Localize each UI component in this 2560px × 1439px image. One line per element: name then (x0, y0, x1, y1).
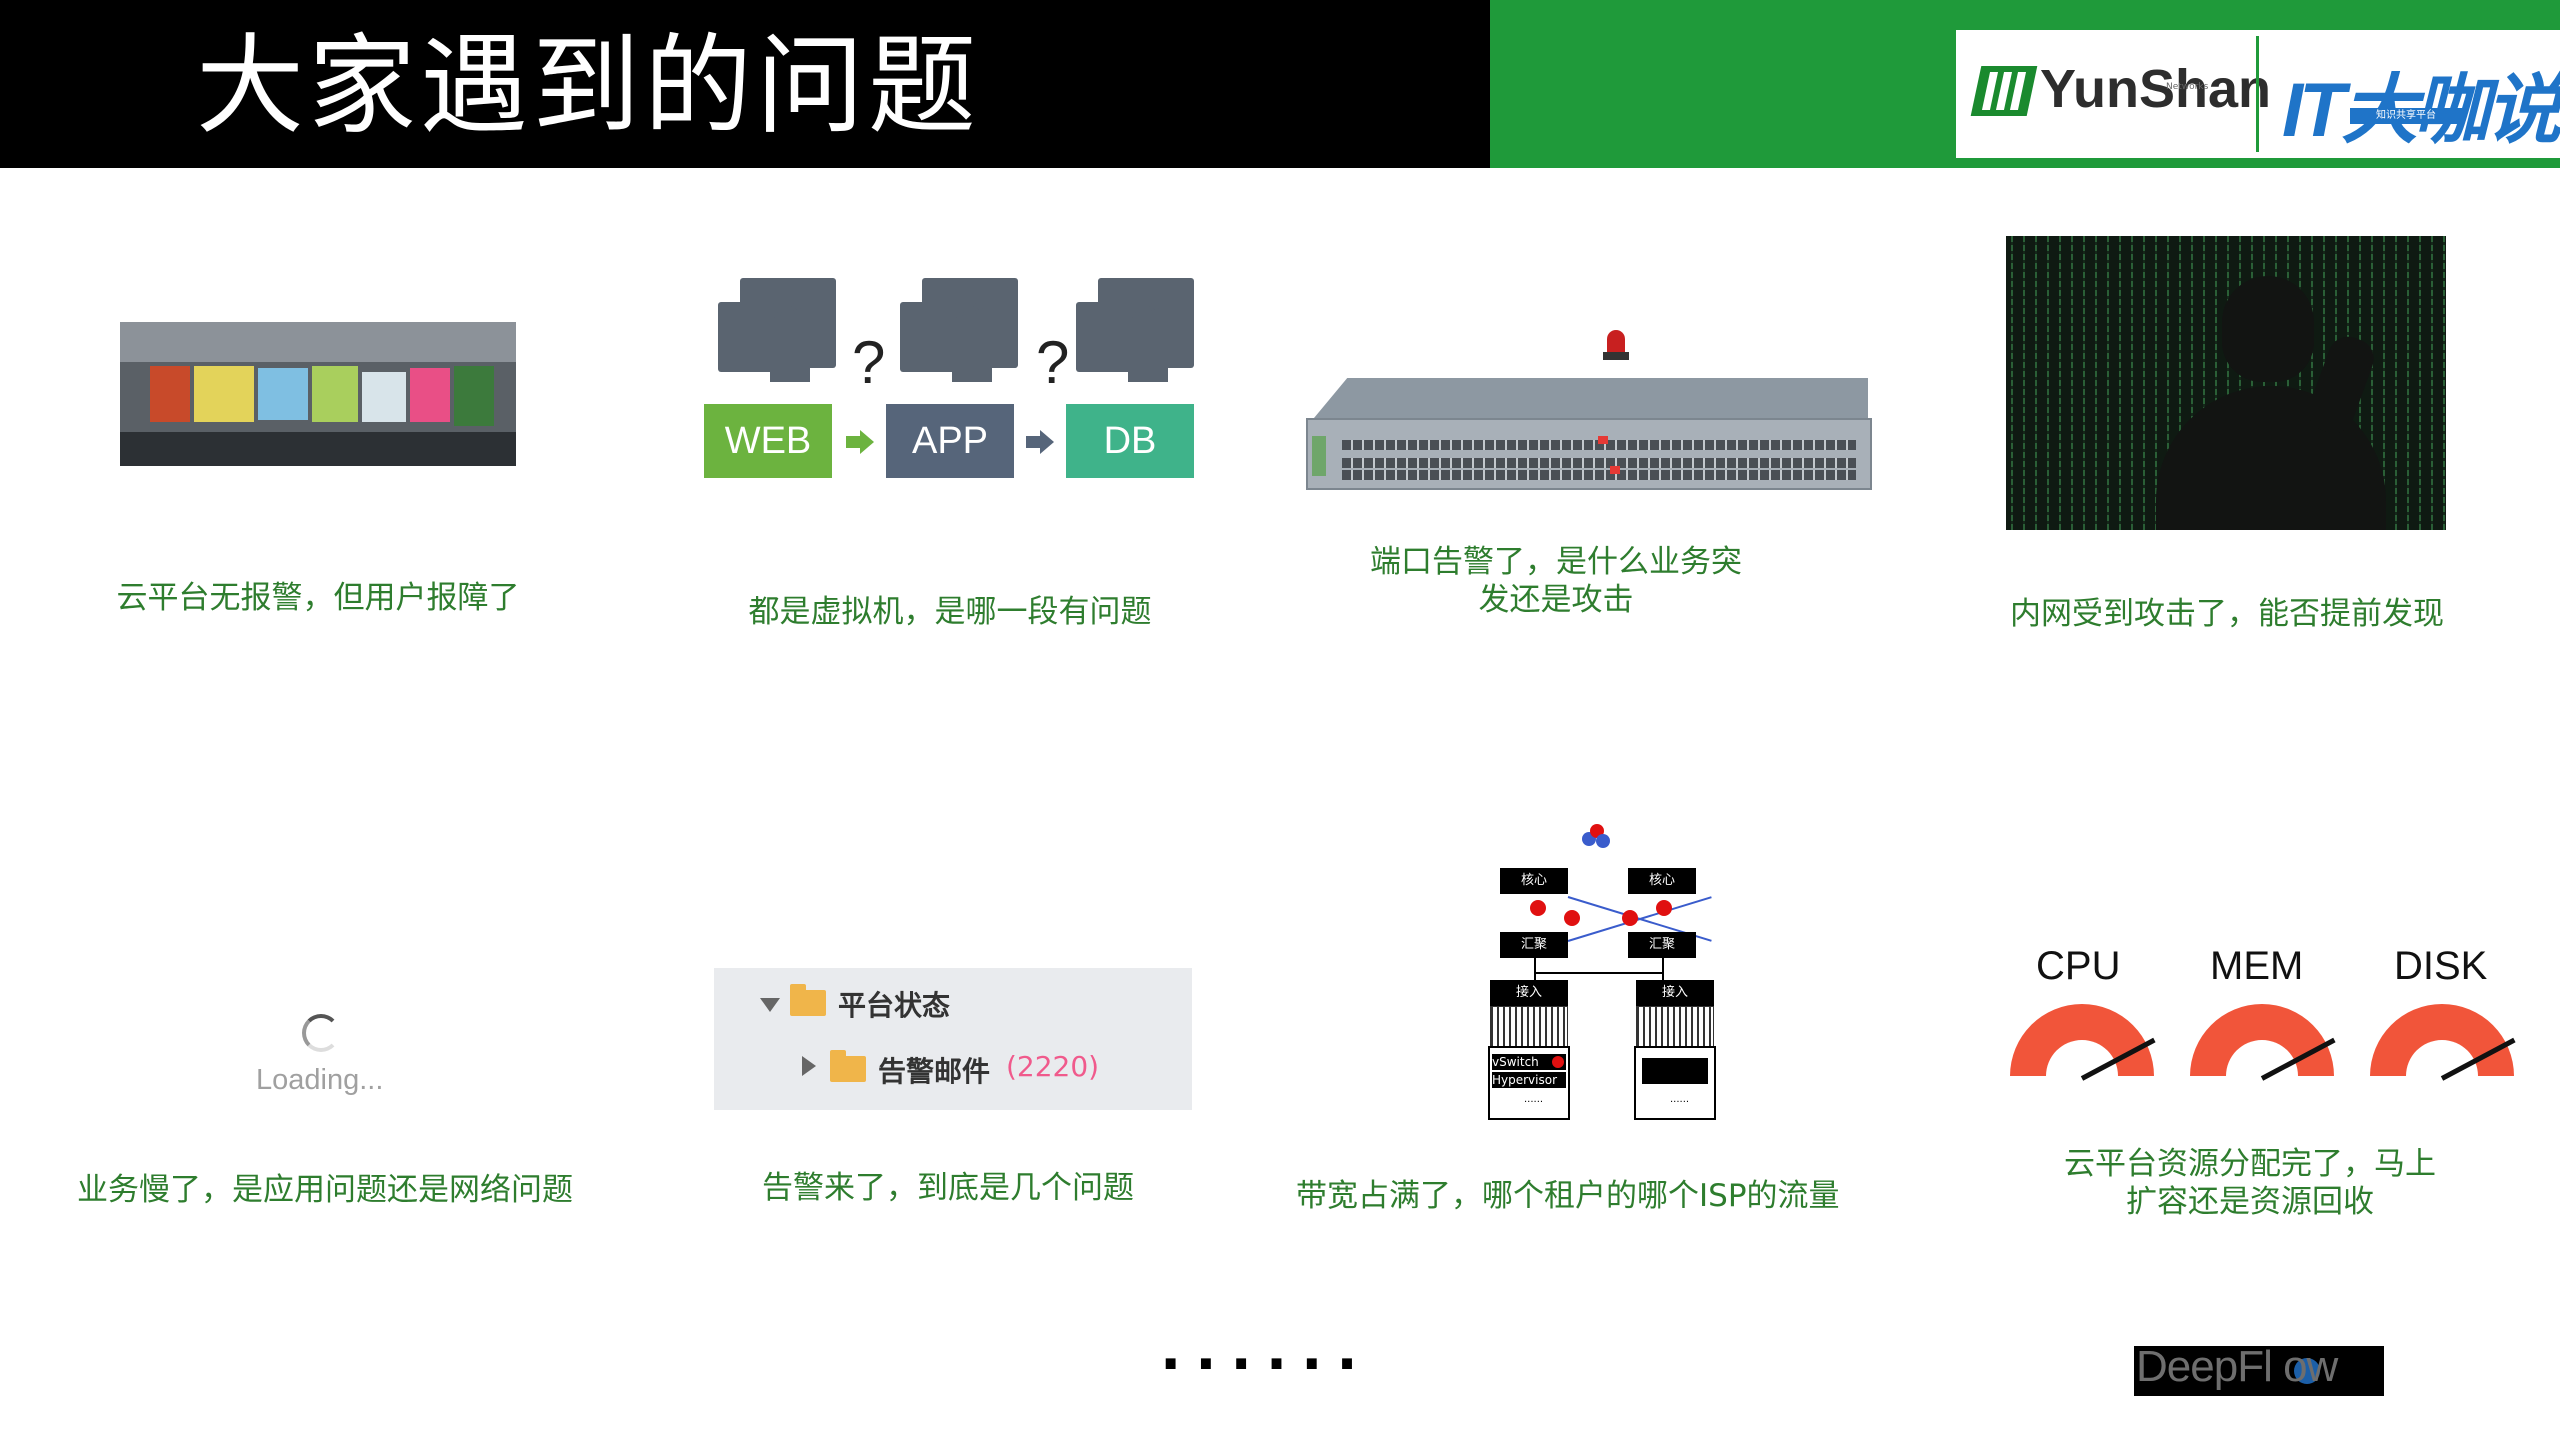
server-links (1636, 1006, 1714, 1048)
folder-icon (790, 984, 826, 1016)
tile8-caption-line1: 云平台资源分配完了，马上 (2064, 1146, 2436, 1182)
isp-logo-icon (1582, 824, 1610, 850)
tile5-caption: 业务慢了，是应用问题还是网络问题 (77, 1172, 573, 1208)
vm-db-icon: VM (1076, 278, 1194, 388)
tile4-caption: 内网受到攻击了，能否提前发现 (2010, 596, 2444, 632)
deepflow-logo-icon (2294, 1358, 2320, 1384)
ellipsis-more: ...... (1160, 1318, 1372, 1383)
deepflow-logo-text: DeepFl ow (2136, 1342, 2338, 1391)
link-line (1534, 972, 1664, 974)
cpu-gauge (2010, 1004, 2154, 1076)
tile8-caption-line2: 扩容还是资源回收 (2126, 1184, 2374, 1220)
tile6-caption: 告警来了，到底是几个问题 (762, 1170, 1134, 1206)
congestion-dot (1530, 900, 1546, 916)
disk-label: DISK (2394, 944, 2488, 988)
vm-web-icon: VM (718, 278, 836, 388)
yunshan-logo-small: Networks (2166, 82, 2209, 92)
alert-tree-panel: 平台状态 告警邮件 (2220) (714, 968, 1192, 1110)
vm-app-icon: VM (900, 278, 1018, 388)
mem-label: MEM (2210, 944, 2304, 988)
alert-mail-count: (2220) (1006, 1050, 1100, 1083)
tile3-caption-line2: 发还是攻击 (1478, 582, 1634, 618)
deepflow-logo (2134, 1346, 2384, 1396)
disk-gauge (2370, 1004, 2514, 1076)
congestion-dot (1564, 910, 1580, 926)
db-tier-label: DB (1066, 404, 1194, 478)
arrow-right-icon (860, 430, 874, 454)
yunshan-logo-text: YunShan (2040, 59, 2272, 119)
yunshan-logo-icon (1970, 66, 2038, 116)
server-links (1490, 1006, 1568, 1048)
question-mark-1: ? (852, 329, 886, 396)
web-tier-label: WEB (704, 404, 832, 478)
folder-icon (830, 1050, 866, 1082)
agg-switch-left: 汇聚 (1500, 932, 1568, 958)
agg-switch-right: 汇聚 (1628, 932, 1696, 958)
app-tier-label: APP (886, 404, 1014, 478)
host-right: ...... (1634, 1046, 1716, 1120)
page-title: 大家遇到的问题 (196, 24, 981, 149)
core-switch-right: 核心 (1628, 868, 1696, 894)
switch-led-panel (1312, 436, 1326, 476)
question-mark-2: ? (1036, 329, 1070, 396)
alarm-light-base (1603, 352, 1629, 360)
congestion-dot (1552, 1056, 1564, 1068)
congestion-dot (1622, 910, 1638, 926)
alert-port-indicator (1610, 466, 1620, 474)
expand-arrow-icon[interactable] (802, 1056, 816, 1076)
logo-divider (2256, 36, 2259, 152)
header-bar (0, 0, 1490, 168)
link-line (1662, 958, 1664, 980)
loading-label: Loading... (256, 1064, 384, 1096)
arrow-right-icon (1040, 430, 1054, 454)
tree-item-alert-mail[interactable]: 告警邮件 (878, 1055, 991, 1088)
intranet-attack-photo (2006, 236, 2446, 530)
arrow-right-icon (846, 436, 860, 448)
hypervisor-label: Hypervisor (1492, 1072, 1566, 1088)
tile7-caption: 带宽占满了，哪个租户的哪个ISP的流量 (1296, 1178, 1840, 1214)
mem-gauge (2190, 1004, 2334, 1076)
loading-spinner-icon (302, 1014, 340, 1052)
vswitch-label: vSwitch (1492, 1054, 1566, 1070)
access-switch-right: 接入 (1636, 980, 1714, 1006)
tile1-caption: 云平台无报警，但用户报障了 (116, 580, 520, 616)
collapse-arrow-icon[interactable] (760, 998, 780, 1012)
access-switch-left: 接入 (1490, 980, 1568, 1006)
switch-top (1314, 378, 1868, 418)
congestion-dot (1656, 900, 1672, 916)
tile2-caption: 都是虚拟机，是哪一段有问题 (748, 594, 1152, 630)
tree-item-platform-status[interactable]: 平台状态 (838, 989, 951, 1022)
cpu-label: CPU (2036, 944, 2121, 988)
arrow-right-icon (1026, 436, 1040, 448)
alert-port-indicator (1598, 436, 1608, 444)
network-switch-icon (1306, 418, 1872, 490)
host-left: vSwitch Hypervisor ...... (1488, 1046, 1570, 1120)
it-dakashuo-logo-sub: 知识共享平台 (2350, 108, 2462, 124)
monitoring-wall-photo (120, 322, 516, 466)
link-line (1534, 958, 1536, 980)
it-dakashuo-logo: IT大咖说 (2282, 48, 2560, 158)
tile3-caption-line1: 端口告警了，是什么业务突 (1370, 544, 1742, 580)
core-switch-left: 核心 (1500, 868, 1568, 894)
alarm-light-icon (1607, 330, 1625, 356)
